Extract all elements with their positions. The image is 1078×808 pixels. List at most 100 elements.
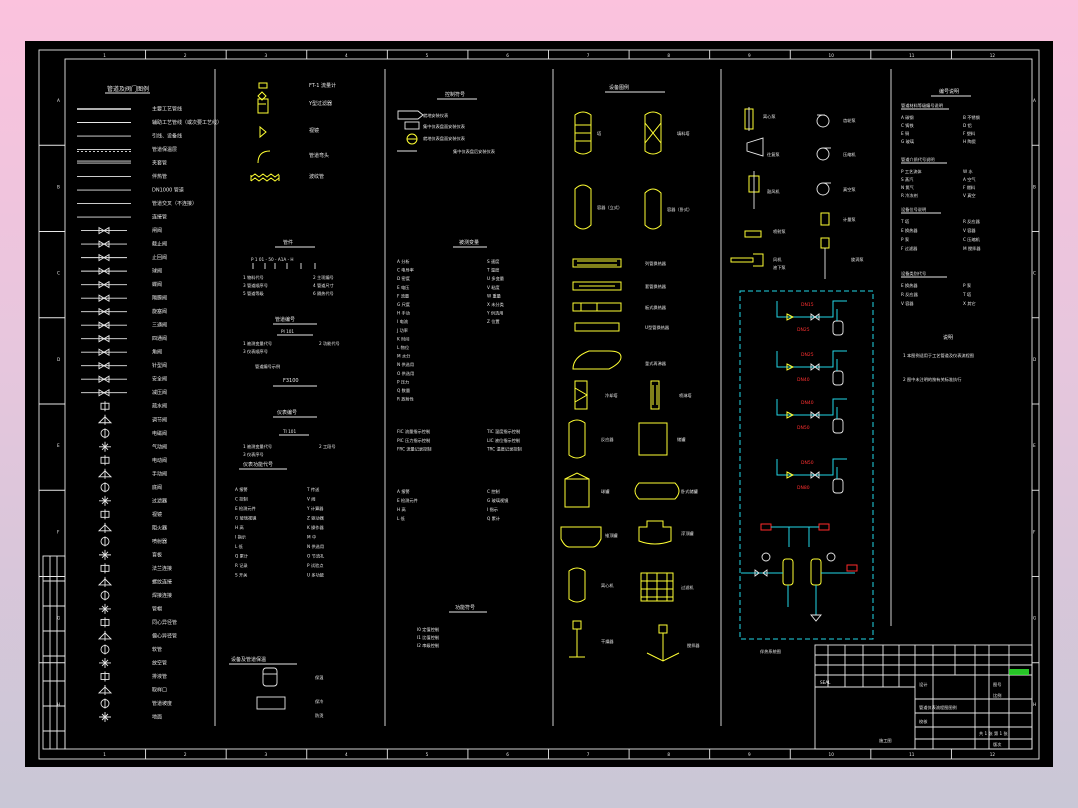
pipe-legend-label: 手动阀	[152, 470, 167, 477]
equipment-symbol	[644, 188, 662, 230]
instr-code-part: 1 被测变量代号	[243, 340, 272, 347]
equipment-item: 容器（立式）	[574, 184, 622, 230]
pipe-legend-row: 三通阀	[81, 321, 167, 329]
equipment-symbol	[574, 111, 592, 155]
func-code: G 玻璃视镜	[235, 515, 257, 522]
equipment-label: 喷淋塔	[679, 392, 692, 399]
title-block-designer: 设计	[919, 681, 927, 688]
equipment-code: R 反应器	[963, 218, 981, 225]
title-block-sheet: 共 1 张 第 1 张	[979, 730, 1009, 737]
fitting-symbol	[100, 510, 110, 518]
grid-row-label: H	[1033, 702, 1036, 707]
fitting-symbol	[100, 456, 110, 464]
medium-code: S 蒸汽	[901, 176, 914, 183]
fitting-symbol	[97, 416, 113, 424]
material-code: C 铸铁	[901, 122, 914, 129]
fitting-symbol	[99, 497, 111, 505]
equipment-label: 过滤机	[681, 584, 694, 591]
equipment-symbol	[568, 419, 586, 459]
equipment-label: 冷却塔	[605, 392, 618, 399]
machine-label: 真空泵	[843, 186, 856, 193]
pipe-legend-label: 管帽	[152, 605, 162, 612]
fitting-symbol	[100, 402, 110, 410]
equipment-symbol	[568, 567, 586, 603]
pipe-legend-label: 管道保温层	[152, 146, 177, 153]
col1-items: 主要工艺管线辅助工艺管线（或次要工艺线）引线、设备线管道保温层夹套管伴热管DN1…	[77, 106, 222, 722]
equipment-item: 喷淋塔	[650, 380, 692, 410]
control-code: PIC 压力指示控制	[397, 437, 430, 444]
function-code: I0 定值控制	[417, 626, 439, 633]
inner-border	[64, 58, 1033, 750]
valve-symbol	[98, 240, 110, 248]
equipment-item: 填料塔	[644, 111, 690, 155]
pipe-legend-row: 螺纹连接	[97, 576, 172, 587]
equipment-item: 卧式储罐	[634, 482, 699, 500]
valve-symbol	[98, 294, 110, 302]
pipe-legend-label: 过滤器	[152, 497, 167, 504]
material-code: D 铝	[963, 122, 972, 129]
fitting-label: FT-1 流量计	[309, 82, 336, 89]
fitting-symbol	[99, 443, 111, 451]
pipe-legend-row: 管道保温层	[77, 146, 177, 153]
func-code-repeat: I 指示	[487, 506, 498, 513]
equipment-symbol	[572, 302, 622, 312]
grid-col-label: 6	[506, 53, 509, 58]
pipe-code-part: 5 管道等级	[243, 290, 265, 297]
col11-heading-4: 设备类别代号	[901, 270, 926, 277]
control-code: TRC 温度记录控制	[486, 446, 522, 453]
grid-row-label: C	[57, 271, 60, 276]
pipe-legend-label: 螺纹连接	[152, 578, 172, 585]
func-code: E 检测元件	[235, 505, 256, 512]
pipe-legend-row: 放空管	[99, 657, 167, 668]
title-block: SEAL 施工图 设计 管道仪表流程图图例 校核 共 1 张 第 1 张 图号 …	[814, 644, 1033, 750]
measured-var: A 分析	[397, 258, 410, 265]
col1-legend: 管道及阀门图例 主要工艺管线辅助工艺管线（或次要工艺线）引线、设备线管道保温层夹…	[77, 85, 222, 722]
valve-symbol	[98, 348, 110, 356]
col3-heading-6: 设备及管道保温	[231, 656, 266, 663]
func-code: T 传送	[306, 486, 320, 493]
grid-col-label: 2	[184, 53, 187, 58]
equipment-label: 干燥器	[601, 638, 614, 645]
equipment-item: U型管换热器	[574, 322, 670, 332]
equipment-class-code: E 换热器	[901, 282, 918, 289]
equipment-label: 釜式再沸器	[645, 360, 667, 367]
pipe-legend-label: 安全阀	[152, 376, 167, 383]
control-symbol-label: 就地仪表盘面安装仪表	[423, 135, 466, 142]
equipment-symbol	[634, 482, 680, 500]
pipe-legend-row: 盲板	[99, 549, 162, 560]
pipe-legend-row: 夹套管	[77, 160, 167, 167]
grid-col-label: 12	[990, 752, 996, 757]
pipe-legend-label: 电动阀	[152, 457, 167, 464]
pipe-legend-label: 主要工艺管线	[152, 106, 182, 113]
pipe-legend-label: 引线、设备线	[152, 133, 182, 140]
grid-row-label: F	[1033, 529, 1036, 534]
grid-col-label: 5	[426, 752, 429, 757]
valve-symbol	[98, 321, 110, 329]
instr-func-part: 1 被测变量代号	[243, 443, 272, 450]
control-code: LIC 液位指示控制	[487, 437, 520, 444]
grid-row-label: F	[57, 529, 60, 534]
material-code: B 不锈钢	[963, 114, 980, 121]
valve-symbol	[98, 226, 110, 235]
pipe-legend-row: 闸阀	[81, 226, 162, 235]
measured-var: F 流量	[397, 292, 409, 299]
equipment-label: 塔	[597, 130, 602, 137]
func-code-repeat: G 玻璃视镜	[487, 497, 509, 504]
medium-code: P 工艺流体	[901, 168, 922, 175]
grid-col-label: 7	[587, 53, 590, 58]
grid-row-label: G	[1033, 616, 1036, 621]
func-code: R 记录	[235, 562, 248, 568]
pipe-legend-label: 夹套管	[152, 160, 167, 167]
pipe-legend-row: 调节阀	[97, 414, 167, 425]
pipe-legend-row: 隔膜阀	[81, 294, 167, 302]
measured-var: E 电压	[397, 284, 409, 291]
equipment-label: 板式换热器	[645, 304, 667, 311]
grid-col-label: 11	[909, 53, 915, 58]
pipe-legend-row: 电磁阀	[100, 428, 167, 439]
grid-col-label: 3	[264, 752, 267, 757]
measured-var: X 未分类	[487, 301, 505, 308]
col1-title: 管道及阀门图例	[107, 85, 149, 93]
